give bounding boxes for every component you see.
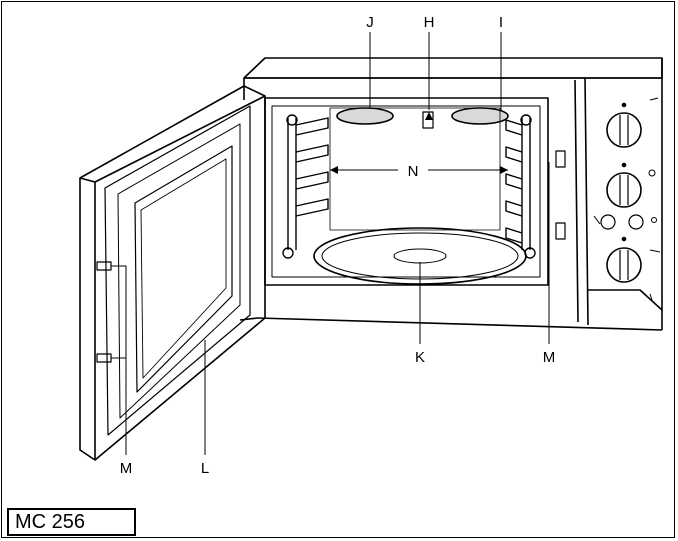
power-knob — [606, 162, 656, 208]
door-switch-lower — [555, 222, 566, 240]
callout-k: K — [415, 349, 425, 366]
oven-body — [239, 57, 663, 331]
right-rack-rails — [505, 114, 536, 259]
open-door — [79, 85, 266, 461]
timer-knob — [606, 97, 659, 148]
door-switch-upper — [555, 150, 566, 168]
callout-i: I — [499, 14, 503, 31]
leader-lines — [111, 32, 550, 455]
left-rack-rails — [282, 114, 329, 259]
callout-n: N — [408, 163, 419, 180]
callout-m-left: M — [120, 460, 133, 477]
control-panel — [593, 97, 661, 301]
callout-h: H — [424, 14, 435, 31]
callout-l: L — [201, 460, 209, 477]
mode-knob — [606, 236, 661, 301]
callout-m-right: M — [543, 349, 556, 366]
callout-j: J — [366, 14, 374, 31]
function-buttons — [593, 214, 657, 230]
model-label: MC 256 — [7, 508, 136, 536]
